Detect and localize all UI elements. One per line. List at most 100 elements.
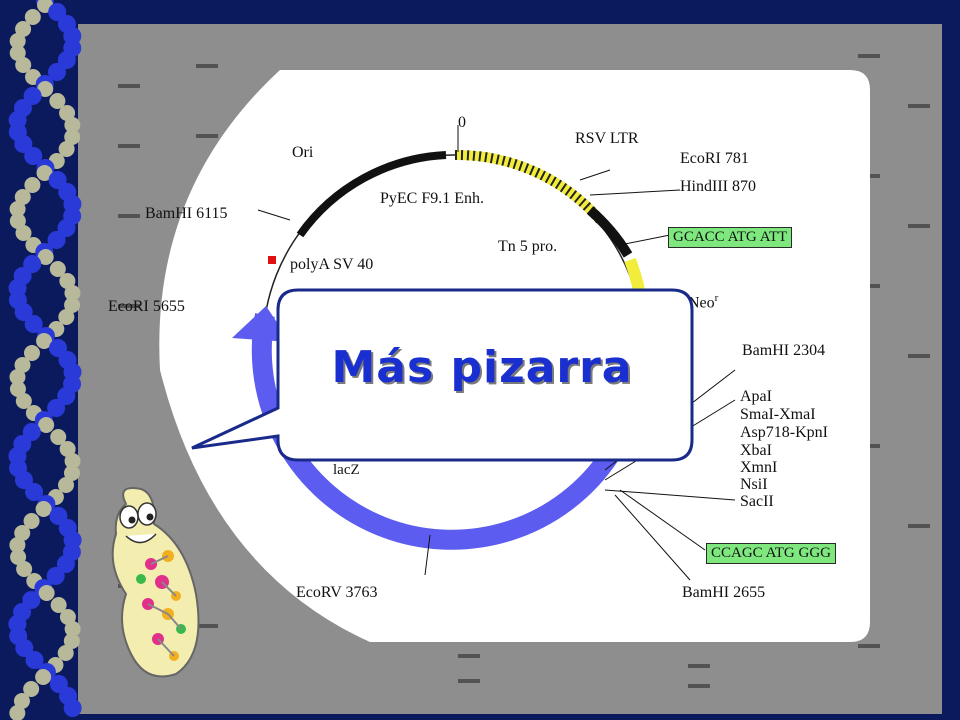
enh-segment [586,206,633,258]
callout-text: Más pizarra [331,342,633,393]
helix-atom [48,171,67,189]
helix-atom [15,225,32,241]
gel-band [458,679,480,683]
gel-band [118,304,140,308]
label-neo-text: Neo [688,294,715,312]
gel-band [118,144,140,148]
helix-atom [14,303,33,321]
helix-atom [36,165,53,181]
helix-atom [10,549,27,565]
mascot-eye-left [119,505,139,529]
gel-band [908,524,930,528]
molecule-ball [136,574,146,584]
helix-atom [24,177,41,193]
label-ecori-5655: EcoRI 5655 [108,298,185,315]
helix-atom [63,465,80,481]
helix-atom [36,333,53,349]
helix-atom [59,273,76,289]
label-hindiii-870: HindIII 870 [680,178,756,195]
label-xbai: XbaI [740,442,772,459]
helix-atom [48,3,67,21]
helix-atom [23,681,40,697]
helix-atom [47,399,66,417]
helix-atom [14,135,33,153]
label-lacz: lacZ [333,462,360,478]
gel-band [908,354,930,358]
helix-atom [35,669,52,685]
helix-atom [57,387,76,405]
leader-line [614,494,691,581]
label-asp718-kpni: Asp718-KpnI [740,424,828,441]
helix-atom [23,255,42,273]
label-bamhi-6115: BamHI 6115 [145,205,228,222]
dna-helix-image [8,0,82,720]
helix-atom [64,285,81,301]
label-neo: Neor [688,292,718,312]
helix-atom [9,537,26,553]
label-bamhi-2304: BamHI 2304 [742,342,826,359]
label-smai-xmai: SmaI-XmaI [740,406,816,423]
helix-atom [15,639,34,657]
callout: Más pizarra [272,290,692,462]
mascot-pupil [146,513,154,521]
gel-band [458,654,480,658]
helix-atom [57,51,76,69]
helix-atom [46,567,65,585]
lacz-arrow-body [251,313,619,550]
gel-band [688,684,710,688]
helix-atom [24,315,43,333]
label-neo-sup: r [714,292,719,304]
helix-atom [59,609,76,625]
leader-line [619,234,671,246]
helix-atom [58,309,75,325]
leader-line [604,489,736,501]
gel-lane [688,24,710,714]
helix-atom [9,705,26,720]
helix-atom [23,87,42,105]
gel-lane [196,24,218,714]
label-nsii: NsiI [740,476,768,493]
mascot-character-image [111,487,200,678]
molecule-bonds [147,555,182,657]
helix-atom [37,249,54,265]
helix-atom [24,147,43,165]
helix-atom [64,297,81,313]
helix-atom [58,141,75,157]
helix-atom [64,621,81,637]
polya-marker [268,256,276,264]
label-ecorv-3763: EcoRV 3763 [296,584,378,601]
helix-atom [13,693,30,709]
helix-atom [24,9,41,25]
helix-atom [14,357,31,373]
helix-atom [14,471,33,489]
helix-atom [35,501,52,517]
helix-atom [49,93,66,109]
helix-atom [47,63,66,81]
helix-atom [59,105,76,121]
helix-atom [15,21,32,37]
kozak-box-2: CCAGC ATG GGG [706,543,837,564]
helix-atom [57,645,74,661]
helix-atom [38,417,55,433]
helix-atom [49,261,66,277]
helix-atom [47,231,66,249]
label-polya-sv40: polyA SV 40 [290,256,374,273]
kozak-box-1: GCACC ATG ATT [668,227,793,248]
helix-atom [25,651,44,669]
helix-atom [23,345,40,361]
rsv-ltr-segment [454,149,604,224]
helix-atom [9,33,26,49]
helix-atom [57,219,76,237]
helix-atom [63,633,80,649]
label-ori: Ori [292,144,314,161]
gel-band [908,104,930,108]
helix-atom [15,393,32,409]
helix-atom [37,81,54,97]
gel-band [688,664,710,668]
helix-atom [9,213,26,229]
leader-line [257,209,291,221]
helix-atom [50,597,67,613]
helix-atom [56,555,75,573]
helix-atom [64,117,81,133]
gel-band [196,134,218,138]
